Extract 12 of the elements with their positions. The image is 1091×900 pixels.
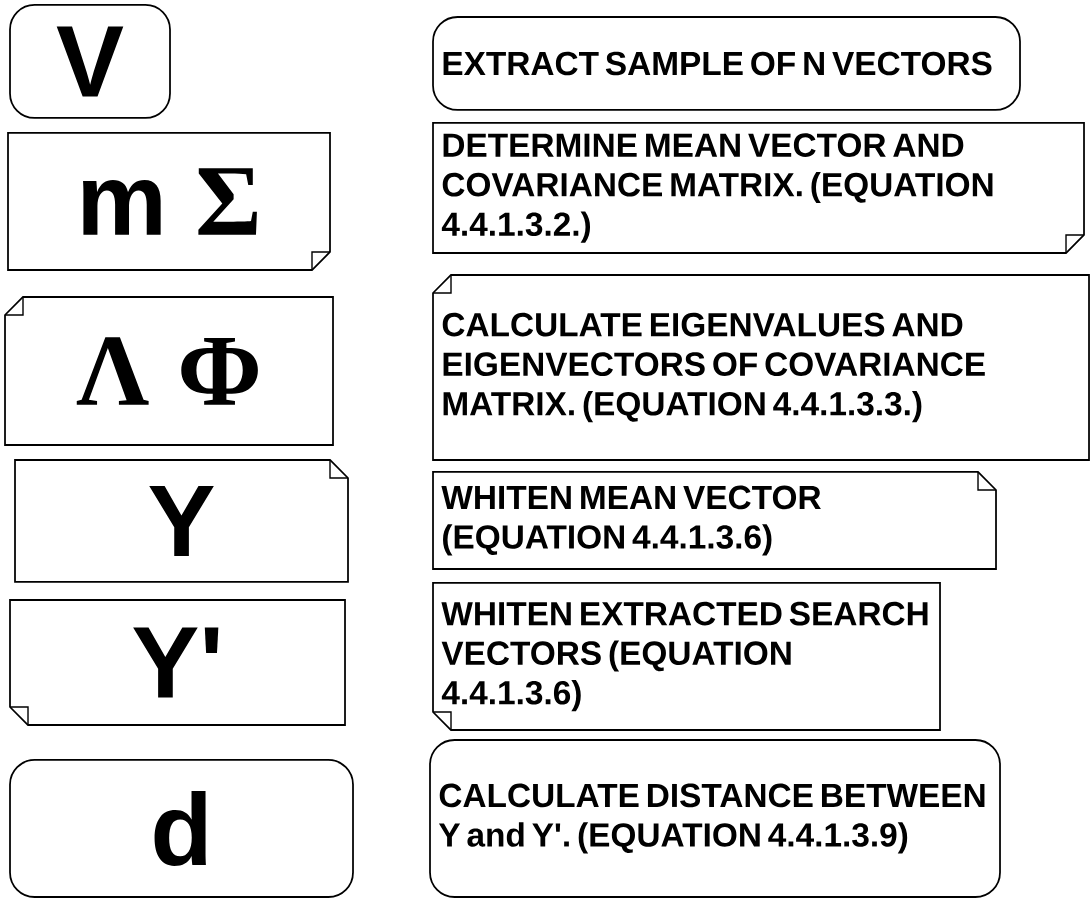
symbol-box: Y' <box>9 599 346 726</box>
step-box: WHITEN MEAN VECTOR (EQUATION 4.4.1.3.6) <box>432 471 997 570</box>
step-box: CALCULATE DISTANCE BETWEEN Y and Y'. (EQUATION 4.4.1.3.9) <box>429 739 1001 898</box>
step-box: WHITEN EXTRACTED SEARCH VECTORS (EQUATION 4.4.1.3.6) <box>432 582 941 731</box>
symbol-box: Y <box>14 459 349 583</box>
step-box: CALCULATE EIGENVALUES AND EIGENVECTORS OF COVARIANCE MATRIX. (EQUATION 4.4.1.3.3.) <box>432 274 1090 461</box>
symbol-box: m Σ <box>7 132 331 271</box>
symbol-box: V <box>9 4 171 119</box>
step-box: EXTRACT SAMPLE OF N VECTORS <box>432 16 1021 111</box>
step-box: DETERMINE MEAN VECTOR AND COVARIANCE MATRIX. (EQUATION 4.4.1.3.2.) <box>432 122 1085 254</box>
symbol-box: d <box>9 759 354 898</box>
symbol-box: Λ Φ <box>4 296 334 446</box>
